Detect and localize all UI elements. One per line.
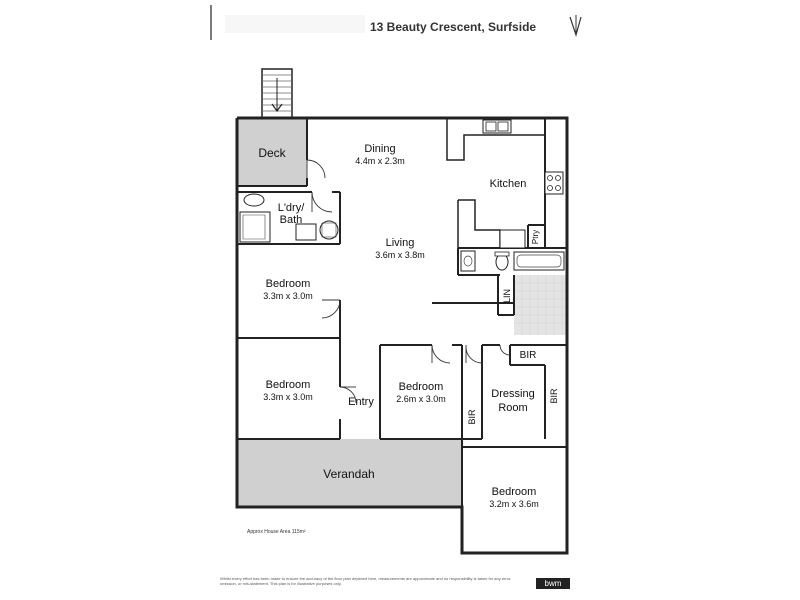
house-area-note: Approx House Area 115m²	[247, 529, 306, 535]
dressing-label-line2: Room	[498, 402, 527, 414]
entry-label: Entry	[348, 396, 374, 408]
basin-icon	[243, 193, 265, 207]
washer-icon	[319, 220, 339, 240]
laundry-bath-fixtures	[239, 193, 339, 243]
verandah-label: Verandah	[323, 467, 374, 481]
bedroom1-size: 3.3m x 3.0m	[263, 291, 313, 301]
pantry-label: Ptry	[531, 230, 540, 244]
laundry-label-line2: Bath	[280, 214, 303, 226]
bathtub-icon	[513, 251, 565, 271]
dressing-label-line1: Dressing	[491, 388, 534, 400]
header-banner	[225, 15, 365, 33]
bathroom-fixtures	[460, 229, 565, 272]
deck-area	[237, 118, 307, 186]
living-size: 3.6m x 3.8m	[375, 250, 425, 260]
linen-label: LIN	[502, 289, 512, 303]
interior-walls	[237, 118, 567, 553]
door-swings	[306, 159, 511, 404]
bir2-label: BIR	[467, 409, 477, 425]
bedroom1-label: Bedroom	[266, 278, 311, 290]
fridge-space	[499, 229, 526, 249]
trough-icon	[295, 223, 317, 241]
kitchen-label: Kitchen	[490, 178, 527, 190]
bedroom2-size: 3.3m x 3.0m	[263, 392, 313, 402]
header	[0, 0, 800, 60]
header-graphics	[210, 5, 582, 40]
bedroom4-label: Bedroom	[492, 486, 537, 498]
property-address: 13 Beauty Crescent, Surfside	[370, 20, 537, 34]
deck-label: Deck	[258, 146, 286, 160]
bathroom-tile-grid	[514, 275, 567, 335]
cooktop-icon	[544, 171, 564, 195]
dining-size: 4.4m x 2.3m	[355, 156, 405, 166]
dining-label: Dining	[364, 143, 395, 155]
bir1-label: BIR	[520, 350, 537, 361]
bedroom4-size: 3.2m x 3.6m	[489, 499, 539, 509]
bathroom-tile-floor	[514, 275, 567, 335]
brand-logo: bwm	[536, 578, 570, 589]
bir3-label: BIR	[549, 388, 559, 404]
disclaimer-text: Whilst every effort has been made to ens…	[220, 576, 512, 586]
vanity-icon	[460, 250, 476, 272]
stairs	[261, 68, 293, 119]
laundry-label-line1: L'dry/	[278, 202, 305, 214]
kitchen-sink-icon	[482, 119, 512, 134]
living-label: Living	[386, 237, 415, 249]
bedroom2-label: Bedroom	[266, 379, 311, 391]
verandah-area	[237, 439, 462, 507]
bedroom3-label: Bedroom	[399, 381, 444, 393]
bedroom3-size: 2.6m x 3.0m	[396, 394, 446, 404]
north-arrow-icon	[569, 15, 582, 38]
